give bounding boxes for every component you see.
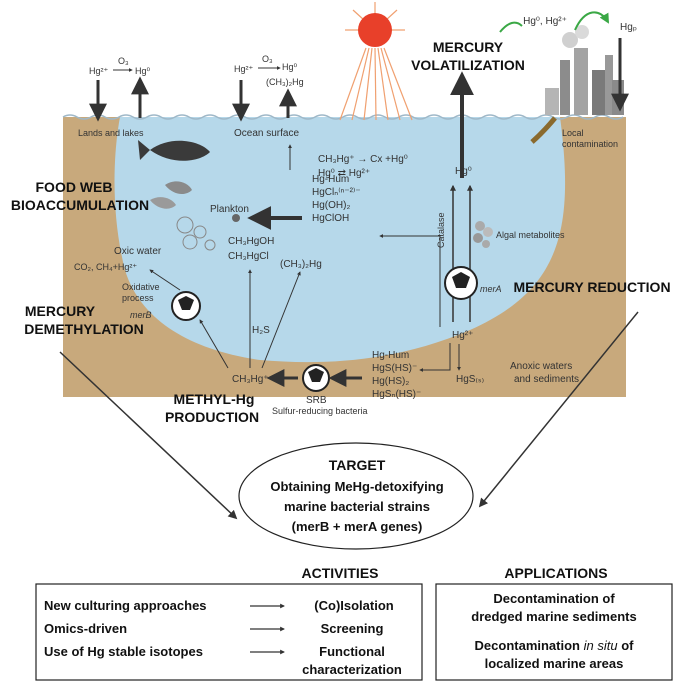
reduction-label: MERCURY REDUCTION — [513, 279, 670, 295]
local-contamination-label: Local — [562, 128, 584, 138]
demethylation-arrow — [199, 319, 229, 369]
oxidative-label: Oxidative — [122, 282, 160, 292]
ocean-dmhg-label: (CH₃)₂Hg — [266, 77, 304, 87]
activity-2-right: Screening — [321, 621, 384, 636]
algal-label: Algal metabolites — [496, 230, 565, 240]
food-web-label: FOOD WEB — [36, 179, 113, 195]
smoke-hg-label: Hg⁰, Hg²⁺ — [523, 16, 567, 27]
smoke-arrow — [574, 11, 609, 31]
anoxic-label: Anoxic waters — [510, 361, 572, 372]
applications-title: APPLICATIONS — [504, 565, 607, 581]
ocean-hg2-label: Hg²⁺ — [234, 64, 254, 74]
land-o3-label: O₃ — [118, 56, 129, 66]
oxic-water-label: Oxic water — [114, 246, 162, 257]
land-hg2-label: Hg²⁺ — [89, 66, 109, 76]
sun-icon — [339, 2, 413, 121]
mera-label: merA — [480, 284, 502, 294]
complex-4: HgClOH — [312, 213, 349, 224]
sulfide-3: Hg(HS)₂ — [372, 376, 409, 387]
target-title: TARGET — [329, 457, 386, 473]
activity-3-right: Functional — [319, 644, 385, 659]
dmhg-upward-arrow — [261, 271, 301, 369]
methylation-label: METHYL-Hg — [174, 391, 255, 407]
hg2-to-complexes-arrow — [379, 234, 441, 327]
applications-box — [435, 583, 673, 681]
target-line-2: marine bacterial strains — [284, 499, 430, 514]
ocean-surface-label: Ocean surface — [234, 128, 299, 139]
lands-label: Lands and lakes — [78, 128, 144, 138]
sulfide-2: HgS(HS)⁻ — [372, 363, 417, 374]
mehg-2: CH₃HgCl — [228, 251, 269, 262]
smoke-curve — [499, 21, 523, 33]
demethylation-product-arrow — [149, 269, 181, 291]
volatilization-label: MERCURY — [433, 39, 504, 55]
surface-waves — [62, 114, 624, 120]
ocean-hg0-label: Hg⁰ — [282, 62, 298, 72]
plankton-label: Plankton — [210, 204, 249, 215]
mehg-1: CH₃HgOH — [228, 236, 274, 247]
activities-box — [35, 583, 423, 681]
volatilization-label-2: VOLATILIZATION — [411, 57, 525, 73]
target-line-3: (merB + merA genes) — [292, 519, 423, 534]
mera-bacteria-icon — [444, 266, 478, 300]
photochem-line-2: Hg⁰ ⇄ Hg²⁺ — [318, 168, 370, 179]
discharge-pipe — [530, 116, 557, 144]
ocean-o3-label: O₃ — [262, 54, 273, 64]
plankton-icon — [176, 214, 240, 251]
target-line-1: Obtaining MeHg-detoxifying — [270, 479, 443, 494]
land-hg0-label: Hg⁰ — [135, 66, 151, 76]
sulfide-4: HgSₙ(HS)⁻ — [372, 389, 421, 400]
srb-label: SRB — [306, 395, 327, 406]
merb-bacteria-icon — [171, 291, 201, 321]
application-1-line-1: Decontamination of — [493, 591, 615, 606]
activity-1-left: New culturing approaches — [44, 598, 207, 613]
demethylation-label-2: DEMETHYLATION — [24, 321, 144, 337]
photochem-line-1: CH₃Hg⁺ → Cx +Hg⁰ — [318, 154, 408, 165]
demethylation-label: MERCURY — [25, 303, 96, 319]
activity-1-right: (Co)Isolation — [314, 598, 393, 613]
fish-icon — [138, 140, 210, 161]
activity-3-right-2: characterization — [302, 662, 402, 677]
hgp-label: Hgₚ — [620, 22, 637, 33]
application-1-line-2: dredged marine sediments — [471, 609, 636, 624]
hg0-right-label: Hg⁰ — [455, 166, 472, 177]
ch3hg-bottom-label: CH₃Hg⁺ — [232, 374, 269, 385]
reduction-to-target-arrow — [478, 311, 639, 508]
activities-title: ACTIVITIES — [301, 565, 378, 581]
co2-label: CO₂, CH₄+Hg²⁺ — [74, 262, 137, 272]
srb-bacteria-icon — [302, 364, 330, 392]
srb-full-label: Sulfur-reducing bacteria — [272, 406, 368, 416]
merb-label: merB — [130, 310, 152, 320]
h2s-label: H₂S — [252, 325, 270, 336]
hgs-label: HgS₍ₛ₎ — [456, 374, 484, 385]
hg2-right-label: Hg²⁺ — [452, 330, 473, 341]
activity-3-left: Use of Hg stable isotopes — [44, 644, 203, 659]
sulfide-1: Hg-Hum — [372, 350, 409, 361]
hg2-to-sulfides-arrow — [419, 343, 451, 372]
activity-2-left: Omics-driven — [44, 621, 127, 636]
demethylation-to-target-arrow — [59, 351, 238, 520]
factory-icon — [545, 25, 624, 115]
complex-1: Hg-Hum — [312, 174, 349, 185]
complex-3: Hg(OH)₂ — [312, 200, 350, 211]
catalase-label: Catalase — [436, 212, 446, 248]
food-web-label-2: BIOACCUMULATION — [11, 197, 149, 213]
complex-2: HgClₙ⁽ⁿ⁻²⁾⁻ — [312, 187, 361, 198]
target-ellipse — [238, 442, 474, 550]
small-fish-icon — [150, 181, 192, 209]
methylation-label-2: PRODUCTION — [165, 409, 259, 425]
anoxic-label-2: and sediments — [514, 374, 579, 385]
application-2-line-2: localized marine areas — [485, 656, 624, 671]
local-contamination-label-2: contamination — [562, 139, 618, 149]
algae-icon — [473, 221, 493, 248]
dmhg-mid-label: (CH₃)₂Hg — [280, 259, 322, 270]
oxidative-label-2: process — [122, 293, 154, 303]
application-2-line-1: Decontamination in situ of — [475, 638, 635, 653]
